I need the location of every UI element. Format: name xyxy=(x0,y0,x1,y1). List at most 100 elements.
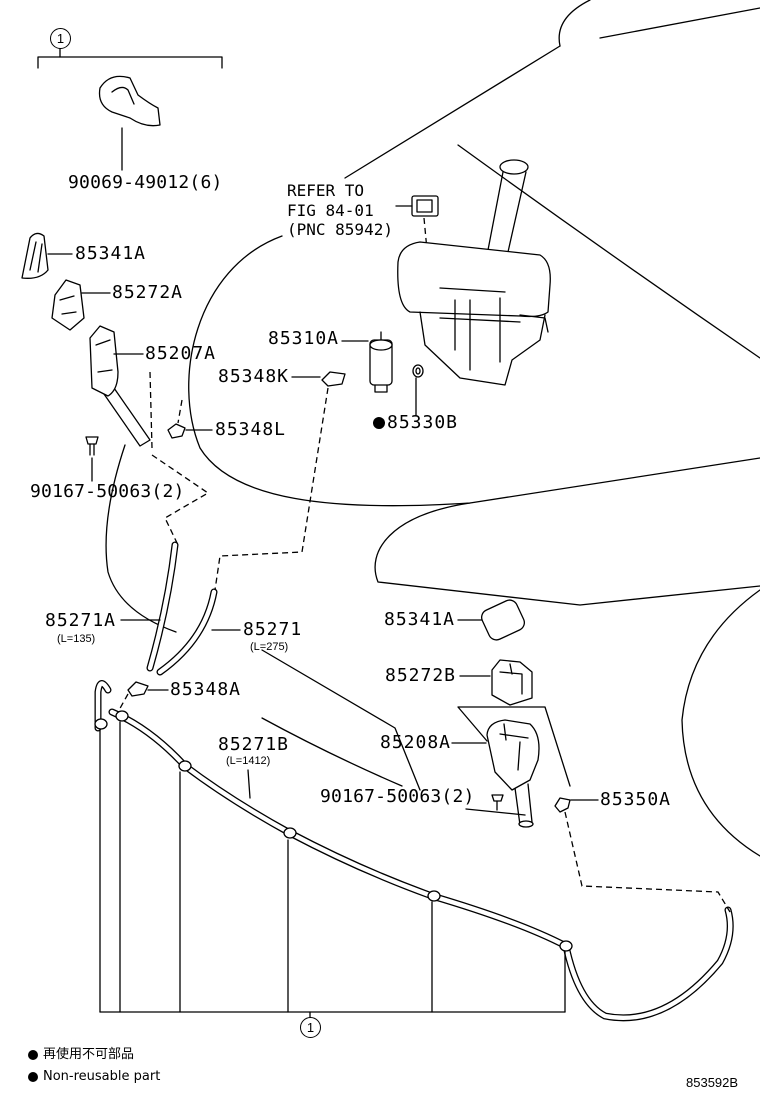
tank-bracket xyxy=(519,314,549,333)
refer-connector xyxy=(395,195,439,251)
screw-right-head xyxy=(491,794,504,802)
hose-85271 xyxy=(156,588,241,676)
callout-grommet[interactable]: 85330B xyxy=(387,412,459,433)
nozzle-cap-left xyxy=(21,232,73,279)
legend-bullet-en xyxy=(28,1071,38,1082)
callout-joint-a[interactable]: 85348A xyxy=(170,679,242,700)
hose-b-outline xyxy=(108,708,734,1022)
callout-joint-l[interactable]: 85348L xyxy=(215,419,287,440)
a-pillar-curve xyxy=(558,0,591,47)
joint-a xyxy=(127,681,169,697)
callout-cover-left[interactable]: 85272A xyxy=(112,282,184,303)
callout-screw-right[interactable]: 90167-50063(2) xyxy=(320,786,475,807)
callout-pump[interactable]: 85310A xyxy=(268,328,340,349)
joint-l-dashed-link xyxy=(177,399,183,424)
cap-left-detail xyxy=(29,241,43,273)
hose-length: (L=275) xyxy=(250,641,289,653)
callout-hose-b[interactable]: 85271B xyxy=(218,734,290,755)
joint-a-body xyxy=(127,681,149,697)
refer-to-line1[interactable]: REFER TO xyxy=(287,181,365,200)
refer-to-line3[interactable]: (PNC 85942) xyxy=(287,220,393,239)
ref-index-bottom: 1 xyxy=(300,1017,321,1038)
nozzle-right-body xyxy=(486,719,540,791)
nozzle-cap-right xyxy=(457,599,526,641)
callout-nozzle-right[interactable]: 85208A xyxy=(380,732,452,753)
joint-k-body xyxy=(321,371,346,387)
legend-text-ja: 再使用不可部品 xyxy=(43,1047,135,1062)
hose-clip-3 xyxy=(178,760,192,772)
legend-row-en: Non-reusable part xyxy=(28,1069,160,1084)
nozzle-right xyxy=(451,706,571,828)
refer-to-line2[interactable]: FIG 84-01 xyxy=(287,201,374,220)
nozzle-left-detail xyxy=(95,339,113,373)
callout-cap-right[interactable]: 85341A xyxy=(384,609,456,630)
nozzle-left-hose-link xyxy=(151,454,210,546)
screw-left-thread xyxy=(89,443,95,456)
nozzle-right-group-lines xyxy=(457,706,571,787)
callout-hose-a[interactable]: 85271A xyxy=(45,610,117,631)
tank-ribs xyxy=(439,287,521,371)
nozzle-right-shaft xyxy=(514,783,533,826)
nozzle-left xyxy=(89,325,210,546)
clip-fold-line xyxy=(111,86,135,105)
tank-upper xyxy=(397,241,551,318)
callout-joint-350a[interactable]: 85350A xyxy=(600,789,672,810)
bumper-left-line xyxy=(105,444,177,633)
joint-l xyxy=(167,399,213,439)
filler-neck xyxy=(487,171,527,253)
connector-face xyxy=(416,199,433,213)
hose-b-hook-core xyxy=(95,681,111,731)
filler-cap xyxy=(499,159,529,175)
callout-cap-left[interactable]: 85341A xyxy=(75,243,147,264)
callout-cover-right[interactable]: 85272B xyxy=(385,665,457,686)
callout-nozzle-left[interactable]: 85207A xyxy=(145,343,217,364)
screw-left-head xyxy=(85,436,99,445)
joint-k xyxy=(214,371,346,591)
washer-tank xyxy=(397,159,551,386)
bumper-lower-line xyxy=(261,649,421,791)
bracket-drop-lines xyxy=(99,721,566,1013)
joint-350a-body xyxy=(554,797,571,813)
joint-350a-dashed-link xyxy=(564,811,731,913)
cover-left-body xyxy=(51,279,85,331)
callout-joint-k[interactable]: 85348K xyxy=(218,366,290,387)
nozzle-right-detail xyxy=(499,723,529,771)
callout-screw-left[interactable]: 90167-50063(2) xyxy=(30,481,185,502)
hose-clip-4 xyxy=(283,827,297,839)
screw-left xyxy=(85,436,99,482)
nozzle-cover-right xyxy=(459,659,533,706)
hose-b-length: (L=1412) xyxy=(226,755,271,767)
cowl-line xyxy=(599,7,760,39)
grommet-ring xyxy=(412,364,424,378)
cover-right-detail xyxy=(499,663,523,695)
legend-text-en: Non-reusable part xyxy=(43,1069,161,1084)
hose-clip-6 xyxy=(559,940,573,952)
connector-dashed-link xyxy=(423,217,428,251)
hose-b-core xyxy=(109,709,733,1021)
hose-85271a xyxy=(120,541,179,672)
hose-b-leader xyxy=(247,769,251,799)
pump-outlet xyxy=(374,331,388,393)
body-contours xyxy=(105,0,760,857)
legend-bullet-ja xyxy=(28,1049,38,1060)
ref-index-top: 1 xyxy=(50,28,71,49)
hose-85271b xyxy=(94,680,734,1022)
clip-body xyxy=(98,75,161,127)
quarter-panel-right xyxy=(681,589,760,857)
nozzle-left-body xyxy=(89,325,119,397)
nozzle-left-shaft xyxy=(103,387,151,447)
top-bracket xyxy=(37,47,223,69)
callout-hose[interactable]: 85271 xyxy=(243,619,303,640)
callout-clip[interactable]: 90069-49012(6) xyxy=(68,172,223,193)
clip-part xyxy=(98,75,161,171)
joint-k-dashed-link xyxy=(214,387,329,591)
headlamp-lower-line xyxy=(374,502,760,606)
fender-curve xyxy=(188,235,760,507)
cap-left-body xyxy=(21,232,49,279)
nozzle-left-dashed-link xyxy=(149,371,153,449)
pump-top xyxy=(369,339,393,351)
cover-left-detail xyxy=(59,295,77,315)
hose-clip-2 xyxy=(115,710,129,722)
